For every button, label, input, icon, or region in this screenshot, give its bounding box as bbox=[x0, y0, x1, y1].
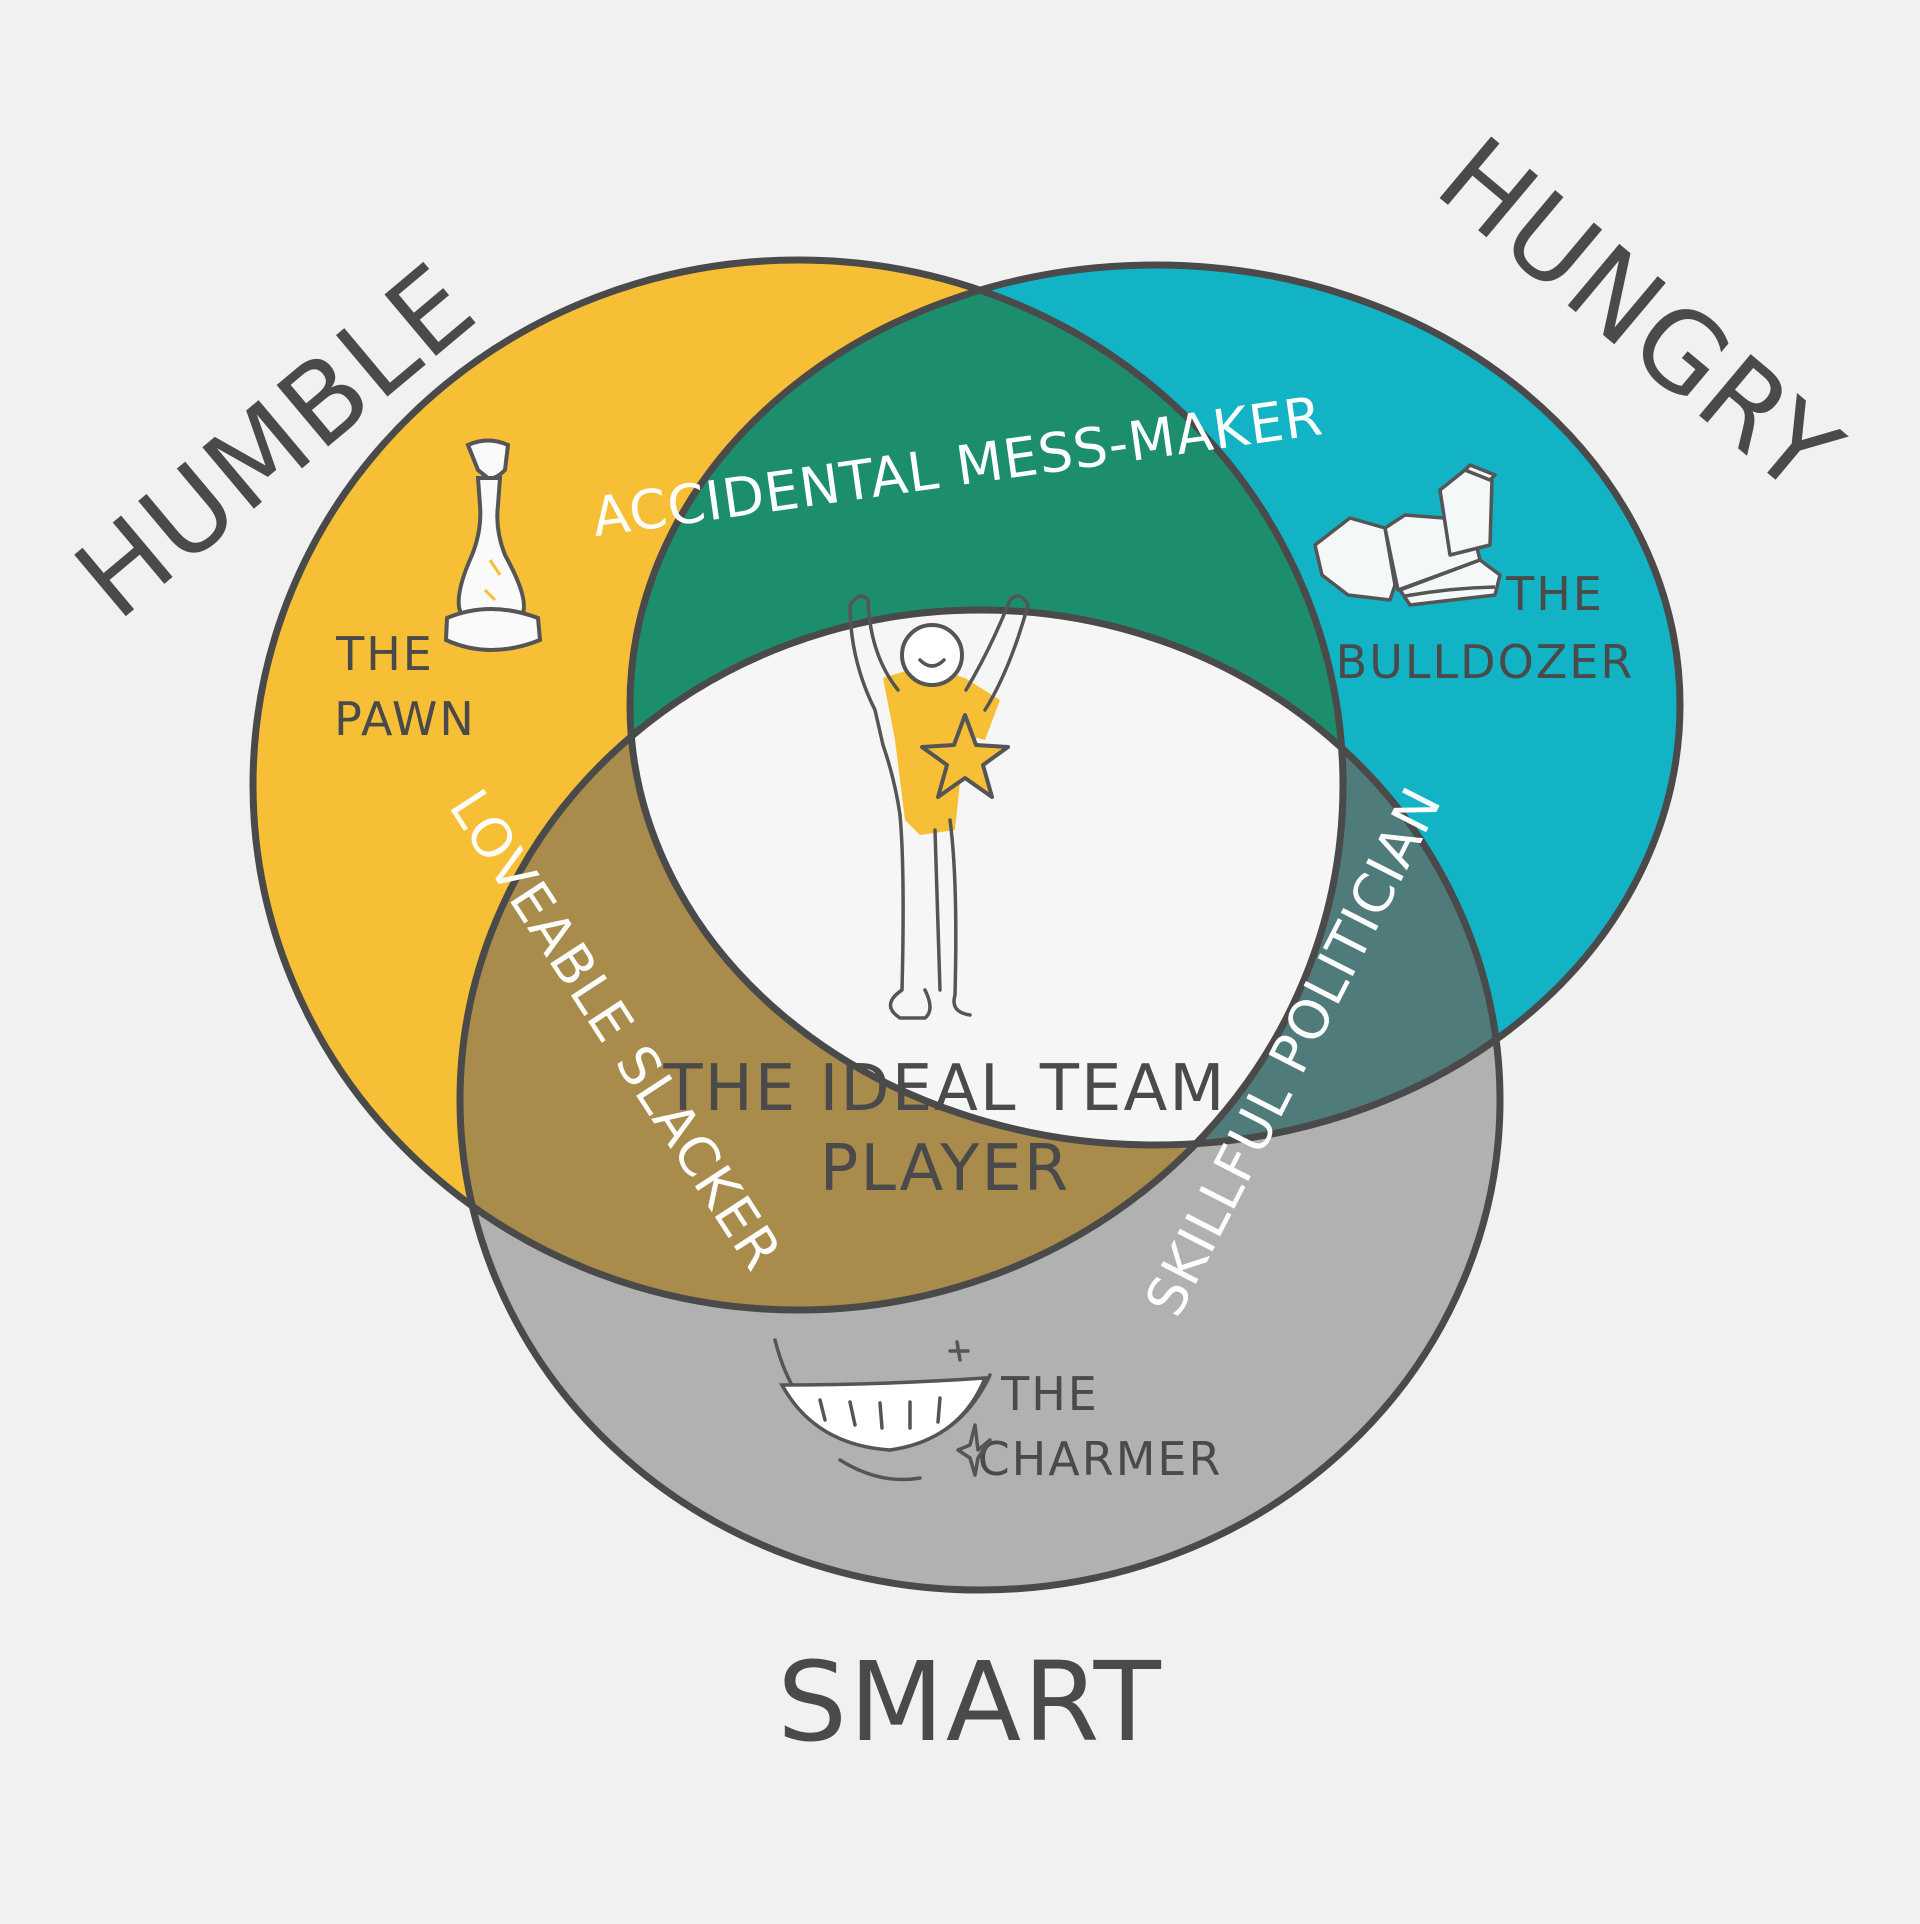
hungry-outline bbox=[626, 261, 1684, 1149]
center-region bbox=[630, 610, 1343, 1145]
charmer-label-line1: THE bbox=[1000, 1367, 1099, 1421]
smart-outline bbox=[456, 606, 1504, 1594]
ideal-team-player-label-line1: THE IDEAL TEAM bbox=[663, 1052, 1227, 1126]
pawn-label-line2: PAWN bbox=[334, 692, 476, 746]
bulldozer-label-line2: BULLDOZER bbox=[1336, 635, 1635, 689]
chess-pawn-icon bbox=[443, 438, 543, 652]
smile-icon bbox=[773, 1338, 992, 1482]
bulldozer-icon bbox=[1313, 463, 1502, 607]
pawn-label-line1: THE bbox=[335, 627, 434, 681]
humble-outline bbox=[249, 256, 1347, 1314]
bulldozer-label-line1: THE bbox=[1505, 567, 1604, 621]
charmer-label-line2: CHARMER bbox=[978, 1432, 1223, 1486]
ideal-team-player-label-line2: PLAYER bbox=[820, 1132, 1071, 1206]
team-player-figure-icon bbox=[848, 594, 1030, 1020]
smart-label: SMART bbox=[777, 1638, 1163, 1766]
